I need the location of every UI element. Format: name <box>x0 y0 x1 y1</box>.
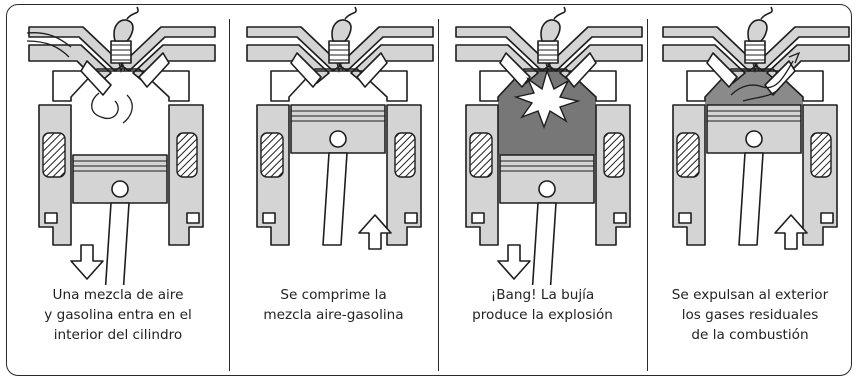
spark-plug-cap <box>747 19 768 42</box>
airflow-lines <box>26 32 133 124</box>
explosion-burst <box>513 68 581 129</box>
bolt <box>820 212 834 224</box>
panel-divider <box>438 19 440 371</box>
bolt <box>262 212 276 224</box>
spark-plug-wire <box>553 6 566 20</box>
stage-exhaust: Se expulsan al exterior los gases residu… <box>647 5 853 377</box>
exhaust-valve-icon <box>356 52 388 88</box>
exhaust-flow-lines <box>730 51 801 102</box>
intake-valve-icon <box>80 60 112 96</box>
bolt <box>44 212 58 224</box>
spark-plug-tip <box>336 62 344 74</box>
stage-combustion: ¡Bang! La bujía produce la explosión <box>438 5 647 377</box>
connecting-rod-icon <box>104 202 130 285</box>
engine-illustration <box>246 6 434 250</box>
connecting-rod-icon <box>531 202 557 285</box>
spark-plug-wire <box>344 6 357 20</box>
panel-divider <box>647 19 649 371</box>
connecting-rod-icon <box>738 152 764 246</box>
intake-valve-icon <box>706 52 738 88</box>
diagram-frame: Una mezcla de aire y gasolina entra en e… <box>6 4 852 376</box>
engine-cutaway <box>455 6 643 285</box>
engine-illustration <box>662 6 850 250</box>
engine-illustration <box>455 6 643 285</box>
bolt <box>186 212 200 224</box>
engine-cutaway <box>246 6 434 250</box>
stage-caption: Una mezcla de aire y gasolina entra en e… <box>44 287 192 343</box>
cylinder-head <box>270 68 408 102</box>
bolt <box>678 212 692 224</box>
intake-valve-icon <box>499 52 531 88</box>
bolt <box>404 212 418 224</box>
coolant-jacket-right <box>810 132 832 178</box>
piston-pin <box>745 130 763 148</box>
engine-illustration <box>26 6 216 285</box>
spark-plug-cap <box>113 19 134 42</box>
coolant-jacket-right <box>603 132 625 178</box>
stage-caption: ¡Bang! La bujía produce la explosión <box>472 287 613 323</box>
spark-plug-cap <box>540 19 561 42</box>
piston-pin <box>111 180 129 198</box>
intake-valve-icon <box>290 52 322 88</box>
coolant-jacket-right <box>394 132 416 178</box>
arrow-down-icon <box>70 244 104 280</box>
panel-divider <box>229 19 231 371</box>
stage-caption: Se comprime la mezcla aire-gasolina <box>263 287 404 323</box>
arrow-up-icon <box>358 214 392 250</box>
stage-intake: Una mezcla de aire y gasolina entra en e… <box>7 5 229 377</box>
connecting-rod-icon <box>322 152 348 246</box>
exhaust-valve-icon <box>565 52 597 88</box>
bolt <box>613 212 627 224</box>
coolant-jacket-left <box>676 132 700 178</box>
exhaust-valve-icon <box>138 52 170 88</box>
spark-plug-tip <box>545 62 553 74</box>
piston-pin <box>538 180 556 198</box>
coolant-jacket-left <box>260 132 284 178</box>
cylinder-head <box>479 68 617 102</box>
stage-caption: Se expulsan al exterior los gases residu… <box>671 287 829 343</box>
spark-plug-tip <box>118 62 126 74</box>
spark-plug-wire <box>126 6 139 20</box>
spark-plug-cap <box>331 19 352 42</box>
engine-cutaway <box>662 6 850 250</box>
coolant-jacket-right <box>176 132 198 178</box>
cylinder-head <box>52 68 190 102</box>
engine-cutaway <box>26 6 216 285</box>
coolant-jacket-left <box>42 132 66 178</box>
coolant-jacket-left <box>469 132 493 178</box>
bolt <box>471 212 485 224</box>
piston-pin <box>329 130 347 148</box>
stage-compression: Se comprime la mezcla aire-gasolina <box>229 5 438 377</box>
cylinder-head <box>686 68 824 102</box>
spark-plug-tip <box>752 62 760 74</box>
arrow-up-icon <box>774 214 808 250</box>
arrow-down-icon <box>497 244 531 280</box>
spark-plug-wire <box>760 6 773 20</box>
